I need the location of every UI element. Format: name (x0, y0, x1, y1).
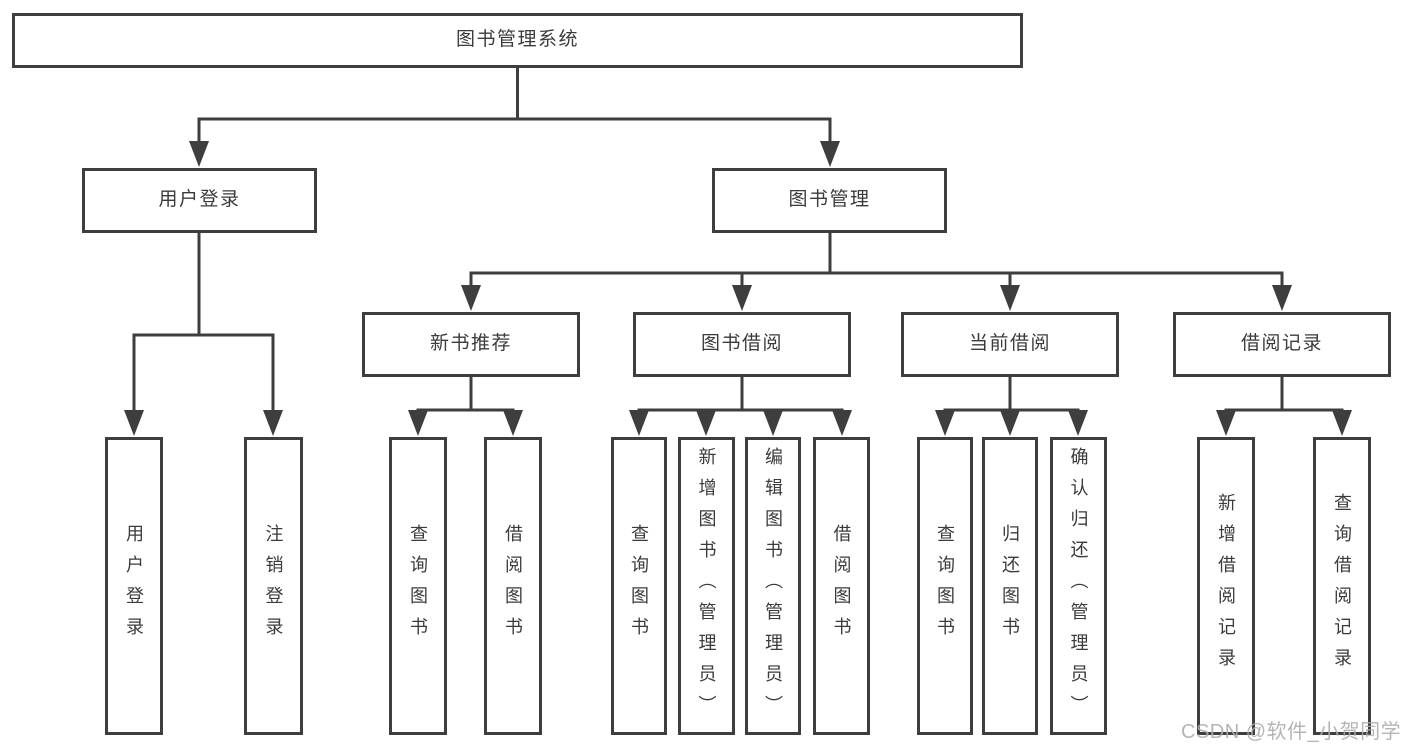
leaf-borrow-edit-books-admin-label: 编辑图书（管理员） (763, 446, 783, 726)
leaf-borrow-edit-books-admin: 编辑图书（管理员） (745, 437, 801, 735)
leaf-logout-label: 注销登录 (263, 524, 284, 648)
leaf-newbook-query-books: 查询图书 (389, 437, 447, 735)
leaf-newbook-query-books-label: 查询图书 (408, 524, 428, 648)
leaf-record-query-borrow-record: 查询借阅记录 (1313, 437, 1371, 735)
leaf-current-return-books: 归还图书 (982, 437, 1038, 735)
leaf-newbook-borrow-books-label: 借阅图书 (503, 524, 523, 648)
leaf-user-login: 用户登录 (105, 437, 163, 735)
node-new-book-recommend: 新书推荐 (362, 312, 580, 377)
leaf-logout: 注销登录 (244, 437, 303, 735)
node-current-borrow: 当前借阅 (901, 312, 1119, 377)
leaf-newbook-borrow-books: 借阅图书 (484, 437, 542, 735)
leaf-borrow-borrow-books-label: 借阅图书 (831, 524, 852, 648)
arrow-down-icons (124, 141, 1352, 436)
node-book-management: 图书管理 (712, 168, 947, 233)
leaf-current-query-books: 查询图书 (917, 437, 973, 735)
leaf-borrow-query-books: 查询图书 (611, 437, 667, 735)
node-user-login: 用户登录 (82, 168, 317, 233)
leaf-current-return-books-label: 归还图书 (1000, 524, 1020, 648)
leaf-borrow-borrow-books: 借阅图书 (813, 437, 870, 735)
leaf-borrow-add-books-admin-label: 新增图书（管理员） (696, 446, 717, 726)
leaf-record-query-borrow-record-label: 查询借阅记录 (1332, 493, 1352, 679)
node-library-management-system: 图书管理系统 (12, 13, 1023, 68)
csdn-watermark: CSDN @软件_小贺同学 (1181, 721, 1402, 743)
leaf-record-add-borrow-record-label: 新增借阅记录 (1216, 493, 1236, 679)
leaf-current-confirm-return-admin-label: 确认归还（管理员） (1068, 446, 1089, 726)
leaf-current-confirm-return-admin: 确认归还（管理员） (1050, 437, 1107, 735)
leaf-borrow-query-books-label: 查询图书 (629, 524, 649, 648)
node-book-borrow: 图书借阅 (633, 312, 851, 377)
leaf-borrow-add-books-admin: 新增图书（管理员） (678, 437, 735, 735)
leaf-user-login-label: 用户登录 (124, 524, 144, 648)
leaf-record-add-borrow-record: 新增借阅记录 (1197, 437, 1255, 735)
leaf-current-query-books-label: 查询图书 (935, 524, 955, 648)
node-borrow-record: 借阅记录 (1173, 312, 1391, 377)
